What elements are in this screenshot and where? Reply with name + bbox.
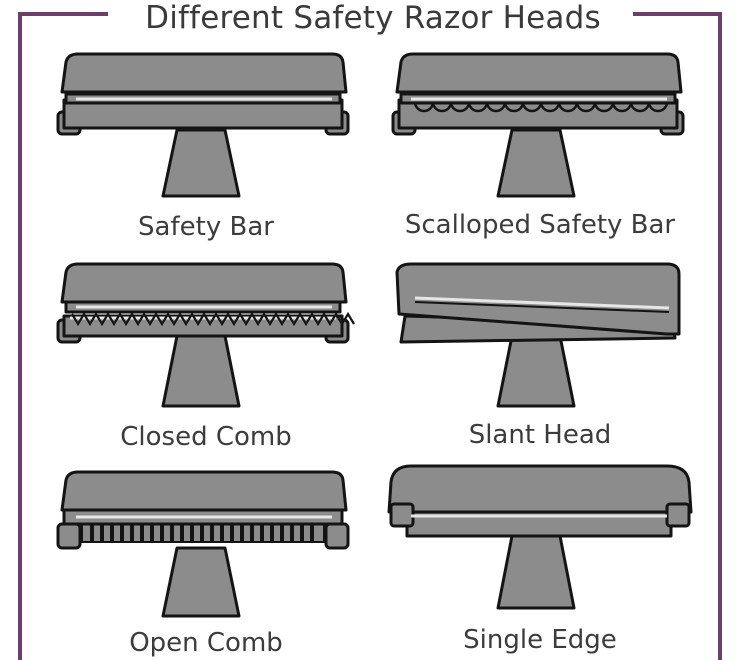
diagram-title: Different Safety Razor Heads xyxy=(0,0,746,36)
closed-comb-head-illustration xyxy=(56,262,355,408)
slant-head-illustration xyxy=(395,262,681,408)
label-single-edge: Single Edge xyxy=(463,625,617,655)
label-scalloped-safety-bar: Scalloped Safety Bar xyxy=(404,210,676,240)
label-slant-head: Slant Head xyxy=(468,420,612,450)
label-closed-comb: Closed Comb xyxy=(120,422,292,452)
safety-bar-head-illustration xyxy=(56,52,350,198)
label-open-comb: Open Comb xyxy=(129,628,283,658)
single-edge-head-illustration xyxy=(387,464,693,610)
label-safety-bar: Safety Bar xyxy=(138,212,274,242)
scalloped-safety-bar-head-illustration xyxy=(391,52,685,198)
open-comb-head-illustration xyxy=(56,470,350,618)
